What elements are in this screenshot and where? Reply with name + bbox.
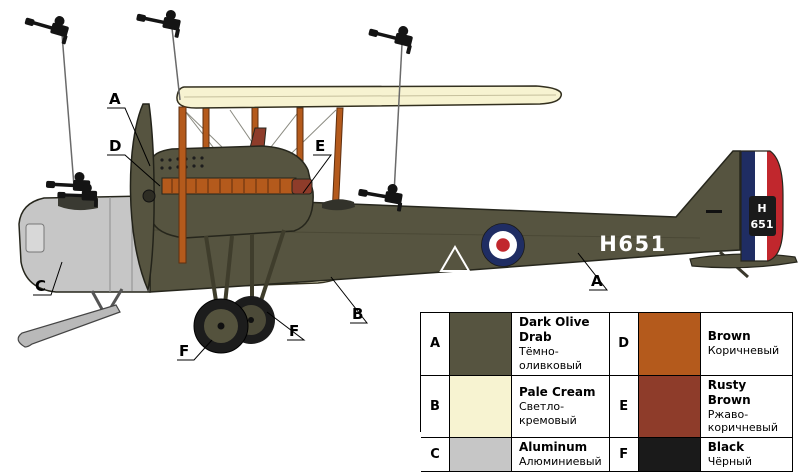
exhaust-pipe-end <box>291 178 313 195</box>
legend-name-en: Black <box>707 440 745 454</box>
legend-name-ru: Коричневый <box>707 344 780 358</box>
callouts: A D E C B F F A <box>33 90 609 361</box>
callout-a-propeller: A <box>107 90 151 167</box>
callout-a-fuselage: A <box>577 252 609 291</box>
propeller <box>129 103 156 293</box>
legend-name-en: Brown <box>707 329 751 344</box>
legend-color-swatch <box>450 438 512 471</box>
legend-color-swatch <box>450 375 512 437</box>
legend-name-ru: Тёмно-оливковый <box>519 345 583 372</box>
legend-row-brown: D Brown Коричневый <box>609 313 793 376</box>
legend-letter: E <box>609 375 639 437</box>
legend-name-ru: Ржаво-коричневый <box>707 407 778 435</box>
callout-d-radiator: D <box>107 137 161 187</box>
legend-letter: F <box>609 438 639 471</box>
white-triangle-marking <box>439 245 471 272</box>
machine-gun-icon <box>134 3 184 39</box>
legend-color-swatch <box>638 438 701 471</box>
rudder-serial-line1: H <box>757 202 766 215</box>
wheel-front <box>193 298 249 354</box>
fuselage-serial: H651 <box>599 232 666 256</box>
legend-names: Rusty Brown Ржаво-коричневый <box>701 376 792 438</box>
machine-gun-icon <box>22 7 73 45</box>
callout-b-lower-wing: B <box>330 276 369 324</box>
legend-row-aluminum: C Aluminum Алюминиевый <box>421 438 610 472</box>
callout-f-gear: F <box>266 311 306 341</box>
legend-names: Black Чёрный <box>701 438 792 471</box>
propeller-hub <box>142 189 156 203</box>
legend-row-black: F Black Чёрный <box>609 438 793 472</box>
legend-letter: C <box>421 438 450 471</box>
legend-names: Pale Cream Светло-кремовый <box>512 376 609 438</box>
landing-gear <box>193 229 286 354</box>
legend-row-rusty-brown: E Rusty Brown Ржаво-коричневый <box>609 375 793 438</box>
svg-text:E: E <box>315 137 325 155</box>
upper-wing <box>176 85 563 109</box>
legend-name-en: Aluminum <box>519 440 588 454</box>
machine-guns <box>22 3 417 212</box>
callout-f-wheel: F <box>177 339 213 361</box>
rudder-serial-panel <box>749 196 776 236</box>
aircraft-profile-illustration: H 651 H651 <box>17 3 798 361</box>
svg-text:F: F <box>179 342 189 360</box>
legend-names: Aluminum Алюминиевый <box>512 438 609 471</box>
legend-letter: A <box>421 313 450 375</box>
legend-name-en: Rusty Brown <box>707 377 751 407</box>
legend-letter: D <box>609 313 639 375</box>
nose-window <box>25 223 45 253</box>
legend-name-en: Dark Olive Drab <box>519 315 590 344</box>
svg-text:F: F <box>289 322 299 340</box>
legend-names: Brown Коричневый <box>701 313 792 375</box>
nose-skid <box>17 288 124 348</box>
fin-marking <box>706 210 722 213</box>
svg-text:A: A <box>109 90 121 108</box>
legend-color-swatch <box>450 313 512 375</box>
color-legend-table: A Dark Olive Drab Тёмно-оливковый D Brow… <box>420 312 793 472</box>
cockpit-opening <box>322 199 355 211</box>
raf-roundel <box>481 223 525 267</box>
svg-text:C: C <box>35 277 46 295</box>
engine-nacelle <box>151 127 314 239</box>
legend-name-ru: Светло-кремовый <box>519 400 577 427</box>
callout-c-nose: C <box>33 261 63 296</box>
legend-letter: B <box>421 375 450 437</box>
svg-text:D: D <box>109 137 121 155</box>
svg-text:A: A <box>591 272 603 290</box>
interplane-strut-front <box>178 106 187 264</box>
legend-name-en: Pale Cream <box>519 385 596 399</box>
machine-gun-icon <box>366 18 417 55</box>
legend-row-dark-olive-drab: A Dark Olive Drab Тёмно-оливковый <box>421 313 610 376</box>
svg-text:B: B <box>352 305 363 323</box>
legend-names: Dark Olive Drab Тёмно-оливковый <box>512 313 609 375</box>
nose-section <box>18 195 151 293</box>
callout-e-exhaust: E <box>302 137 332 194</box>
rudder-serial-line2: 651 <box>751 218 774 231</box>
legend-name-ru: Алюминиевый <box>519 455 602 468</box>
legend-name-ru: Чёрный <box>707 455 753 468</box>
rudder: H 651 <box>740 150 784 262</box>
legend-color-swatch <box>638 313 701 375</box>
legend-row-pale-cream: B Pale Cream Светло-кремовый <box>421 375 610 438</box>
legend-color-swatch <box>638 375 701 437</box>
